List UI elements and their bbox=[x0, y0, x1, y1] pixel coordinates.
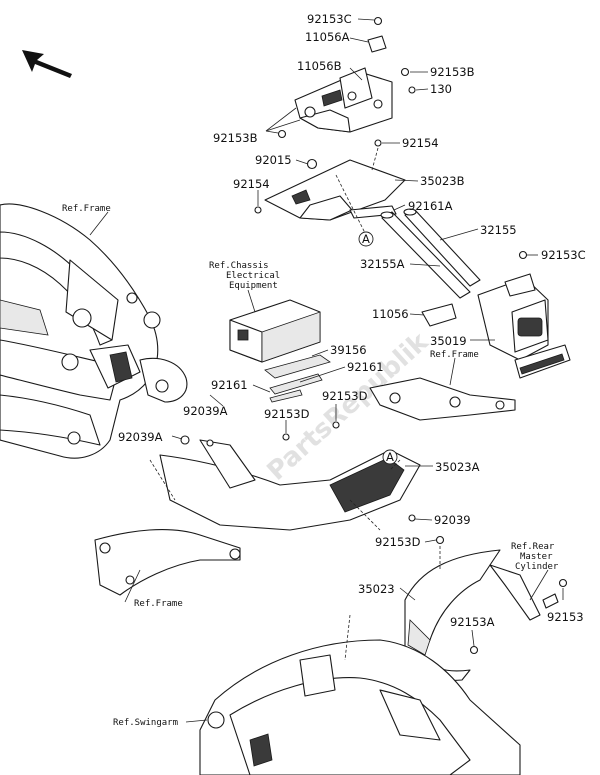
bolt-92154-a-icon bbox=[374, 139, 382, 147]
label-35023b: 35023B bbox=[420, 174, 465, 188]
label-92154-a: 92154 bbox=[402, 136, 439, 150]
side-cover-35023 bbox=[404, 549, 541, 681]
label-92153c-top: 92153C bbox=[307, 12, 352, 26]
label-35023a: 35023A bbox=[435, 460, 480, 474]
frame-bracket-right bbox=[369, 377, 516, 421]
marker-a-upper-icon bbox=[358, 231, 374, 247]
label-35019: 35019 bbox=[430, 334, 467, 348]
undercover-35023a bbox=[159, 421, 421, 531]
tube-32155a bbox=[380, 211, 471, 299]
swingarm-illustration bbox=[199, 639, 521, 775]
label-130: 130 bbox=[430, 82, 452, 96]
label-32155: 32155 bbox=[480, 223, 517, 237]
tail-light-35019 bbox=[477, 273, 571, 379]
bolt-92153d-c-icon bbox=[435, 535, 445, 545]
frame-left-illustration bbox=[0, 203, 188, 459]
label-92161-left: 92161 bbox=[211, 378, 248, 392]
pad-92161-small bbox=[269, 389, 303, 403]
tube-32155 bbox=[403, 208, 481, 287]
bracket-11056 bbox=[421, 303, 457, 327]
label-11056: 11056 bbox=[372, 307, 409, 321]
cover-35023b bbox=[264, 158, 406, 221]
bolt-92154-b-icon bbox=[254, 206, 262, 214]
rear-master-cylinder-fitting bbox=[542, 593, 559, 609]
label-92153d-c: 92153D bbox=[375, 535, 421, 549]
bolt-92039-icon bbox=[408, 514, 416, 522]
marker-a-upper: A bbox=[362, 232, 370, 246]
marker-a-lower-icon bbox=[382, 449, 398, 465]
label-92154-b: 92154 bbox=[233, 177, 270, 191]
bolt-92153d-a-icon bbox=[282, 433, 290, 441]
label-92161a: 92161A bbox=[408, 199, 453, 213]
bolt-92153c-top-icon bbox=[373, 16, 383, 26]
bracket-assembly-11056b bbox=[294, 35, 393, 133]
leader-lines bbox=[89, 18, 564, 723]
bolt-92039a-b-icon bbox=[180, 435, 190, 445]
pad-39156 bbox=[264, 354, 331, 379]
bolt-92153b-left-icon bbox=[277, 129, 287, 139]
label-92161-right: 92161 bbox=[347, 360, 384, 374]
ref-frame-bottom: Ref.Frame bbox=[134, 599, 183, 609]
bolt-92153b-right-icon bbox=[400, 67, 410, 77]
direction-arrow-icon bbox=[22, 50, 72, 78]
label-92039: 92039 bbox=[434, 513, 471, 527]
bolt-92153-icon bbox=[558, 578, 568, 588]
marker-a-lower: A bbox=[386, 450, 394, 464]
ref-frame-top: Ref.Frame bbox=[62, 204, 111, 214]
label-92039a-upper: 92039A bbox=[183, 404, 228, 418]
label-92153d-b: 92153D bbox=[322, 389, 368, 403]
ref-chassis-line2: Electrical bbox=[226, 271, 280, 281]
bolt-92153d-b-icon bbox=[332, 421, 340, 429]
label-35023: 35023 bbox=[358, 582, 395, 596]
ref-swingarm: Ref.Swingarm bbox=[113, 718, 178, 728]
dashed-guide-lines bbox=[149, 147, 441, 661]
battery-chassis-electrical bbox=[229, 299, 321, 363]
bolt-92039a-a-icon bbox=[206, 439, 214, 447]
ref-rear-master-line1: Ref.Rear bbox=[511, 542, 555, 552]
label-32155a: 32155A bbox=[360, 257, 405, 271]
bolt-92153a-icon bbox=[469, 645, 479, 655]
ref-frame-mid: Ref.Frame bbox=[430, 350, 479, 360]
label-92153b-left: 92153B bbox=[213, 131, 258, 145]
label-11056a: 11056A bbox=[305, 30, 350, 44]
clip-92015-icon bbox=[306, 158, 318, 170]
label-92039a-lower: 92039A bbox=[118, 430, 163, 444]
label-92153b-right: 92153B bbox=[430, 65, 475, 79]
ref-chassis-line3: Equipment bbox=[229, 281, 278, 291]
label-39156: 39156 bbox=[330, 343, 367, 357]
ref-rear-master-line2: Master bbox=[520, 552, 553, 562]
label-92153: 92153 bbox=[547, 610, 584, 624]
ref-chassis-line1: Ref.Chassis bbox=[209, 261, 269, 271]
bolt-92153c-right-icon bbox=[518, 250, 528, 260]
label-92153d-a: 92153D bbox=[264, 407, 310, 421]
bolt-130-icon bbox=[408, 86, 416, 94]
frame-bottom-left bbox=[94, 529, 241, 596]
label-92015: 92015 bbox=[255, 153, 292, 167]
label-11056b: 11056B bbox=[297, 59, 342, 73]
label-92153c-right: 92153C bbox=[541, 248, 586, 262]
ref-rear-master-line3: Cylinder bbox=[515, 562, 559, 572]
label-92153a: 92153A bbox=[450, 615, 495, 629]
